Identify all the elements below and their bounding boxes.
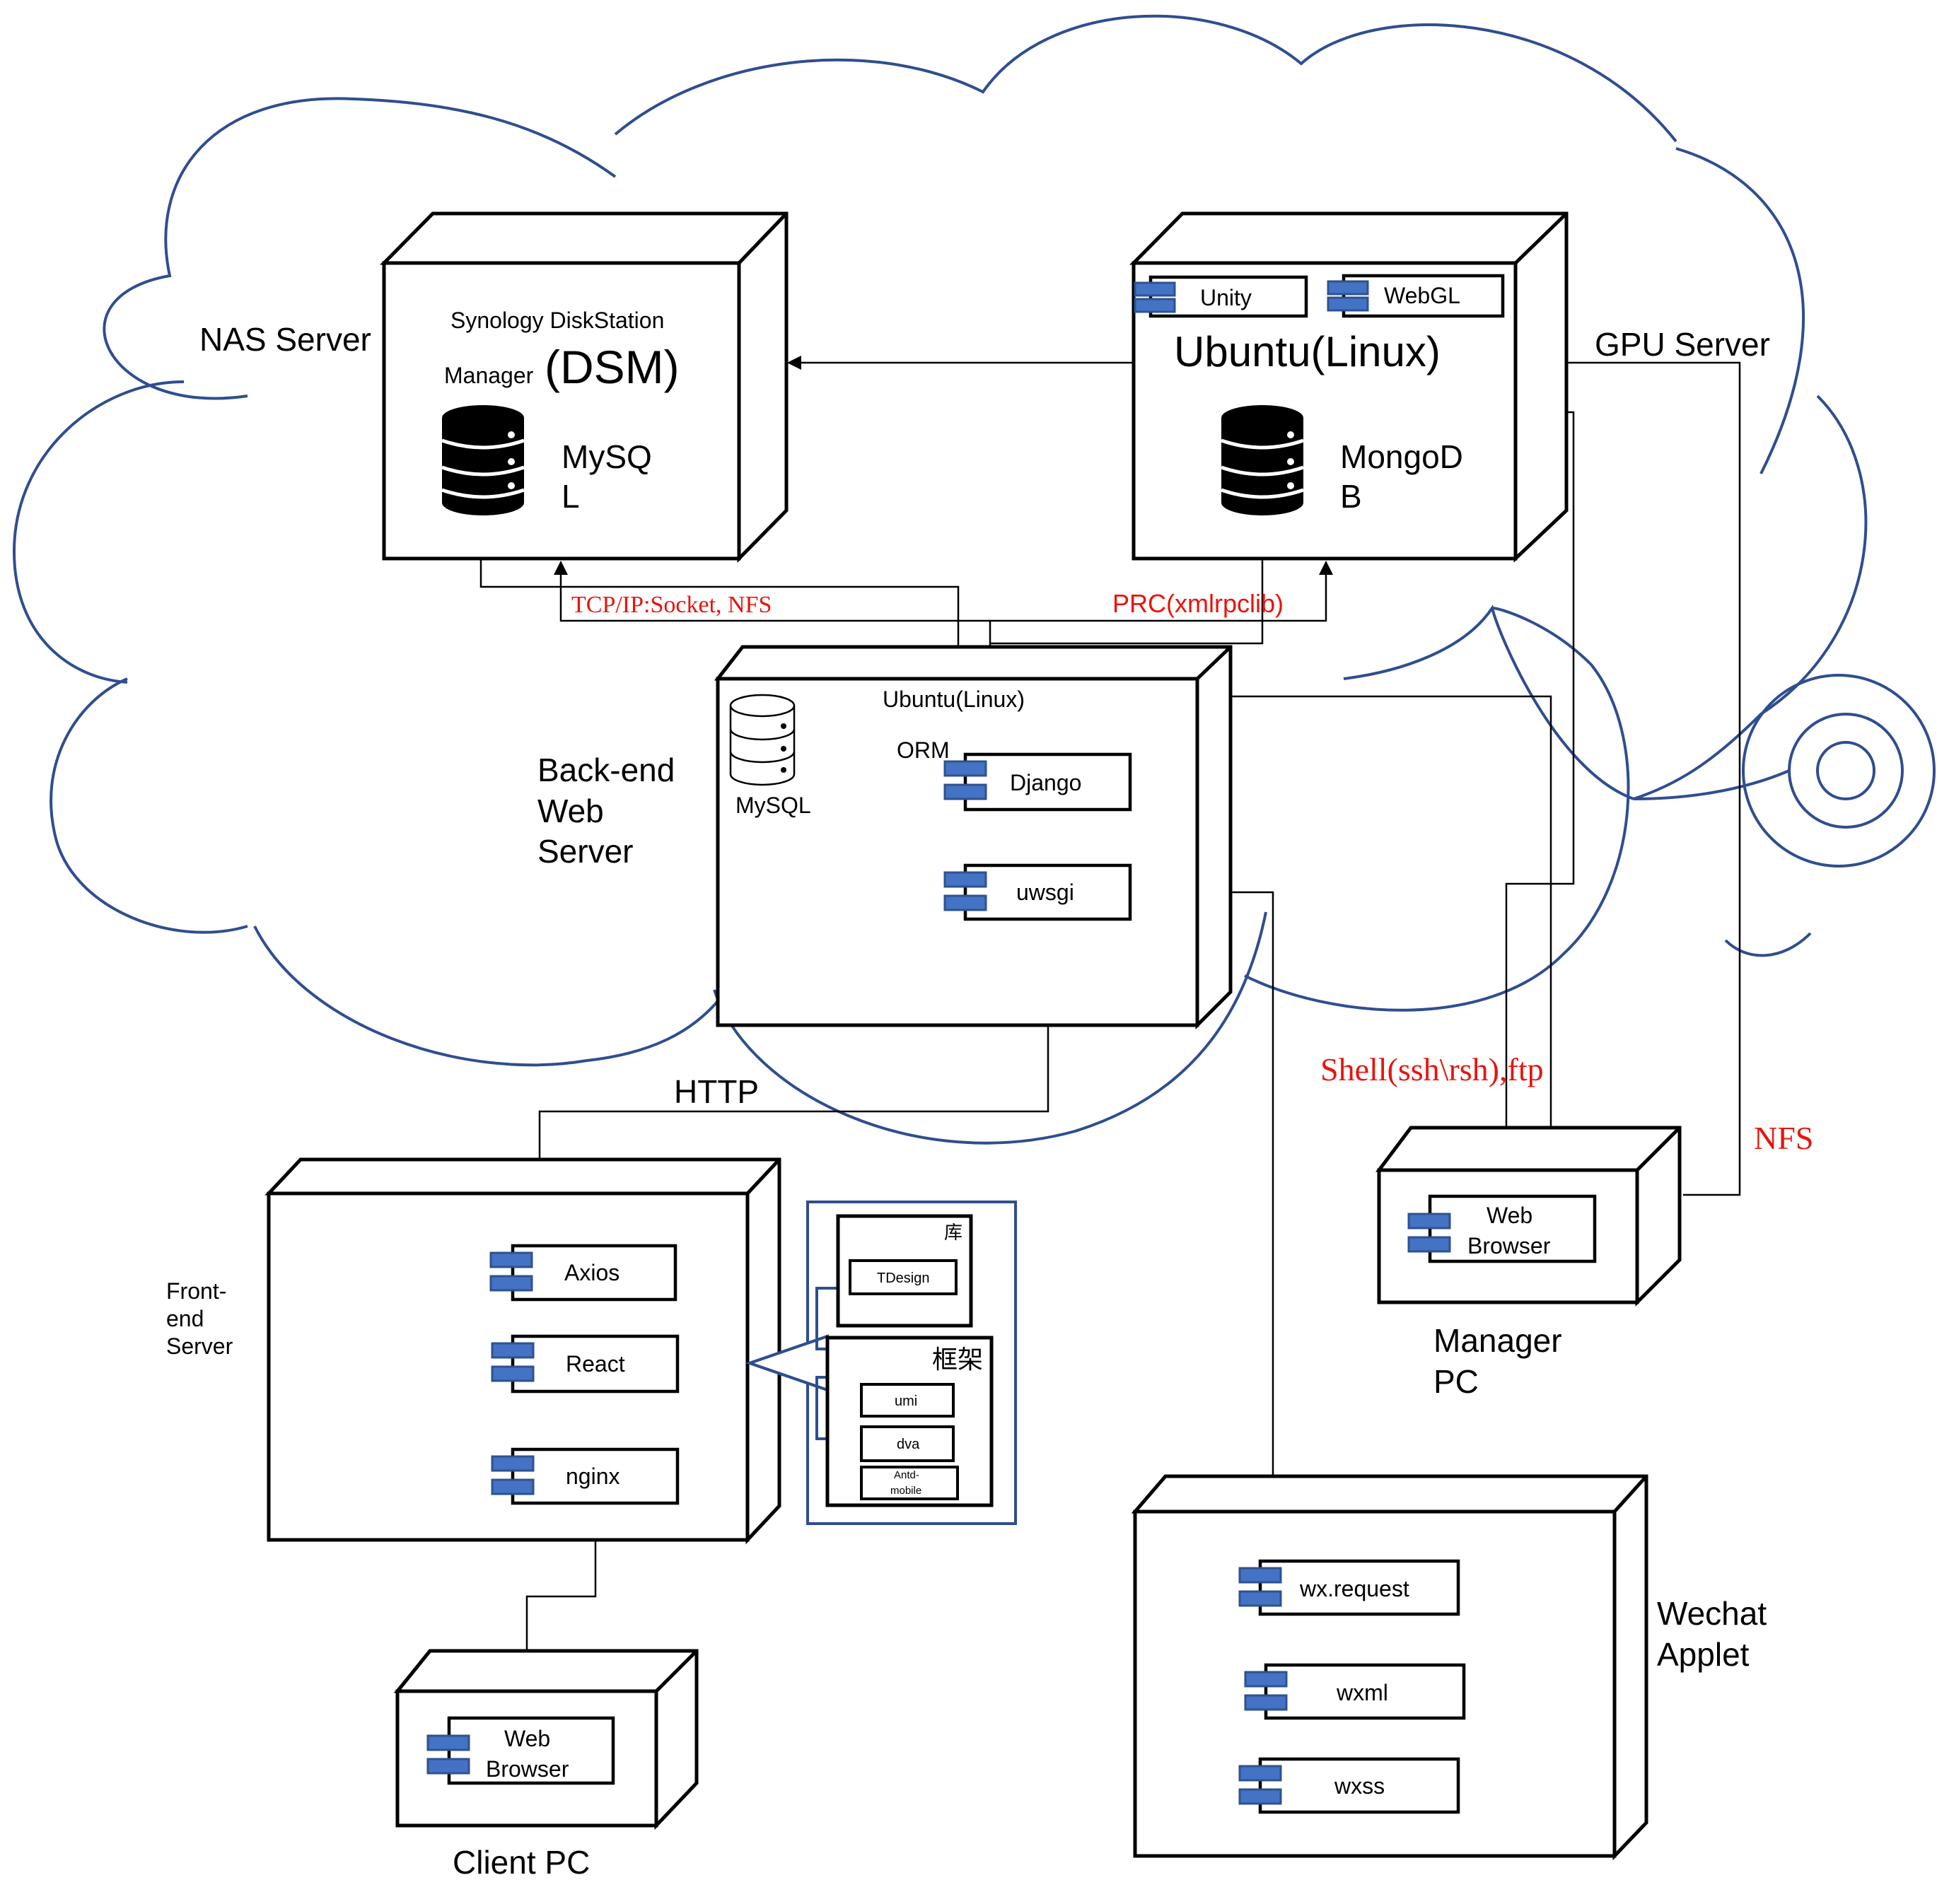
frontend-label-line2: end — [166, 1306, 204, 1331]
wxss-label: wxss — [1334, 1773, 1385, 1799]
nas-server-node — [380, 211, 789, 563]
unity-label: Unity — [1200, 285, 1252, 310]
backend-os-label: Ubuntu(Linux) — [883, 687, 1025, 712]
dva-box — [860, 1425, 955, 1462]
tcp-label: TCP/IP:Socket, NFS — [571, 592, 772, 618]
axios-component — [489, 1244, 677, 1302]
nas-server-label: NAS Server — [199, 321, 371, 358]
prc-label: PRC(xmlrpclib) — [1112, 589, 1284, 618]
connector-backend-to-gpu — [990, 561, 1333, 622]
nas-mysql-line2: L — [562, 478, 580, 515]
mongodb-icon — [1221, 405, 1304, 515]
backend-server-node — [714, 645, 1233, 1030]
mongodb-line1: MongoD — [1340, 438, 1463, 475]
uwsgi-component — [943, 863, 1132, 921]
manager-pc-label-line1: Manager — [1433, 1322, 1562, 1359]
dsm-big-text: (DSM) — [545, 341, 680, 393]
wxml-component — [1244, 1663, 1466, 1720]
tdesign-label: TDesign — [877, 1271, 929, 1286]
antd-mobile-box — [860, 1466, 959, 1500]
manager-browser-line1: Web — [1487, 1203, 1532, 1228]
client-pc-label: Client PC — [453, 1844, 590, 1881]
library-title: 库 — [944, 1222, 962, 1243]
client-web-browser-component — [426, 1716, 615, 1785]
backend-mysql-label: MySQL — [735, 793, 811, 818]
manager-browser-line2: Browser — [1467, 1233, 1551, 1258]
shell-label: Shell(ssh\rsh),ftp — [1320, 1051, 1544, 1087]
django-component — [943, 752, 1132, 812]
backend-label-line3: Server — [537, 833, 633, 870]
dsm-manager-text: Manager — [444, 363, 534, 388]
uwsgi-label: uwsgi — [1016, 880, 1074, 905]
tdesign-box — [849, 1259, 958, 1295]
network-cloud — [12, 14, 1936, 1145]
frontend-label-line1: Front- — [166, 1278, 226, 1304]
gpu-os-label: Ubuntu(Linux) — [1174, 328, 1441, 375]
backend-label-line2: Web — [537, 793, 604, 829]
dva-label: dva — [897, 1437, 920, 1452]
nginx-component — [491, 1447, 680, 1505]
nfs-label: NFS — [1754, 1120, 1813, 1156]
framework-title: 框架 — [932, 1345, 983, 1374]
manager-web-browser-component — [1407, 1194, 1597, 1263]
wxss-component — [1238, 1757, 1460, 1814]
nginx-label: nginx — [566, 1464, 620, 1489]
nas-mysql-line1: MySQ — [562, 438, 652, 475]
frontend-label-line3: Server — [166, 1333, 233, 1359]
http-label: HTTP — [674, 1073, 759, 1110]
django-label: Django — [1010, 770, 1081, 795]
manager-pc-label-line2: PC — [1433, 1363, 1479, 1400]
wxml-label: wxml — [1336, 1680, 1388, 1705]
react-component — [491, 1334, 680, 1394]
react-label: React — [566, 1351, 625, 1377]
wx-request-label: wx.request — [1299, 1576, 1409, 1601]
mongodb-line2: B — [1340, 478, 1362, 515]
webgl-label: WebGL — [1384, 283, 1460, 308]
umi-box — [860, 1383, 955, 1418]
orm-label: ORM — [897, 737, 950, 763]
umi-label: umi — [895, 1394, 917, 1409]
backend-mysql-icon — [729, 694, 796, 786]
client-browser-line2: Browser — [486, 1756, 569, 1782]
wx-request-component — [1238, 1559, 1460, 1616]
unity-component — [1134, 275, 1308, 318]
client-browser-line1: Web — [504, 1726, 550, 1751]
connector-backend-to-mongodb — [990, 529, 1269, 645]
wechat-label-line2: Applet — [1657, 1636, 1750, 1673]
antd-mobile-line1: Antd- — [894, 1469, 919, 1481]
connector-client-to-nginx — [525, 1505, 603, 1690]
gpu-server-label: GPU Server — [1595, 326, 1770, 363]
dsm-line1: Synology DiskStation — [450, 308, 664, 333]
database-icon — [441, 405, 525, 515]
wechat-label-line1: Wechat — [1657, 1595, 1767, 1632]
webgl-component — [1327, 274, 1505, 318]
axios-label: Axios — [564, 1260, 620, 1285]
backend-label-line1: Back-end — [537, 752, 675, 788]
antd-mobile-line2: mobile — [890, 1485, 921, 1497]
